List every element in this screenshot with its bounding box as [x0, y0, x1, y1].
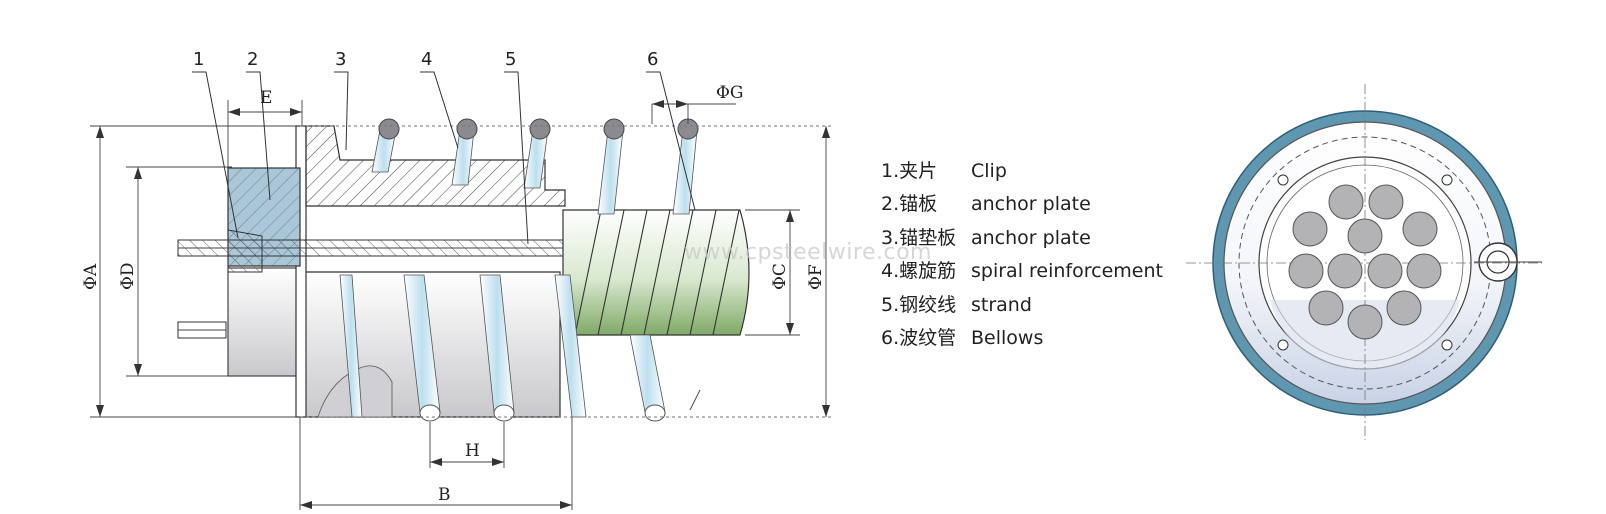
bellows-tube	[562, 209, 750, 336]
strand-holes	[1288, 184, 1442, 340]
callout-leaders	[192, 71, 696, 245]
callout-4: 4	[421, 49, 432, 70]
dim-label-phiA: ΦA	[81, 263, 101, 290]
anchor-head-lower	[227, 267, 303, 377]
dim-label-E: E	[260, 88, 272, 108]
callout-3: 3	[335, 49, 346, 70]
callout-2: 2	[247, 49, 258, 70]
dim-label-phiD: ΦD	[118, 262, 138, 290]
dim-label-B: B	[438, 485, 451, 505]
section-view: 1 2 3 4 5 6 E ΦG H B ΦA ΦD ΦC ΦF	[81, 49, 832, 510]
callout-6: 6	[647, 49, 658, 70]
watermark-text: www.cpsteelwire.com	[684, 240, 932, 265]
callout-5: 5	[505, 49, 516, 70]
dim-label-phiC: ΦC	[770, 263, 790, 290]
end-view	[1186, 84, 1542, 440]
dim-label-phiF: ΦF	[806, 264, 826, 290]
bellows-spiral	[574, 209, 740, 336]
callout-1: 1	[193, 49, 204, 70]
dim-label-H: H	[465, 441, 480, 461]
bearing-plate-cone	[305, 125, 566, 207]
dim-label-phiG: ΦG	[716, 83, 744, 103]
